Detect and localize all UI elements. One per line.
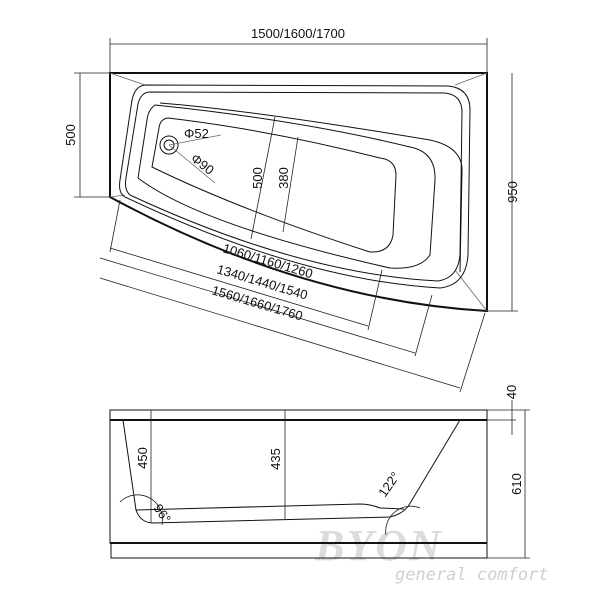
label-depth-center: 435 xyxy=(268,448,283,470)
label-angle-right: 122° xyxy=(375,469,403,500)
label-drain-large: Φ90 xyxy=(188,151,217,178)
tub-profile xyxy=(122,419,461,524)
label-rim-height: 40 xyxy=(504,385,519,399)
label-total-height: 610 xyxy=(509,473,524,495)
label-overall-length: 1500/1600/1700 xyxy=(251,26,345,41)
basin-outline xyxy=(159,102,463,273)
top-view: Φ52 Φ90 500 380 1500/1600/1700 500 950 1… xyxy=(63,26,520,393)
label-bottom-width: 380 xyxy=(276,167,291,189)
brand-logo: BYON xyxy=(314,521,443,570)
label-basin-width: 500 xyxy=(250,167,265,189)
label-side-depth: 500 xyxy=(63,124,78,146)
brand-tagline: general comfort xyxy=(395,565,549,585)
rim-outline xyxy=(119,84,471,289)
label-drain-small: Φ52 xyxy=(184,126,209,141)
label-overall-width: 950 xyxy=(505,181,520,203)
label-depth-left: 450 xyxy=(135,447,150,469)
basin-bottom xyxy=(151,117,397,253)
drain-icon xyxy=(159,135,179,155)
tub-outline xyxy=(109,72,488,313)
